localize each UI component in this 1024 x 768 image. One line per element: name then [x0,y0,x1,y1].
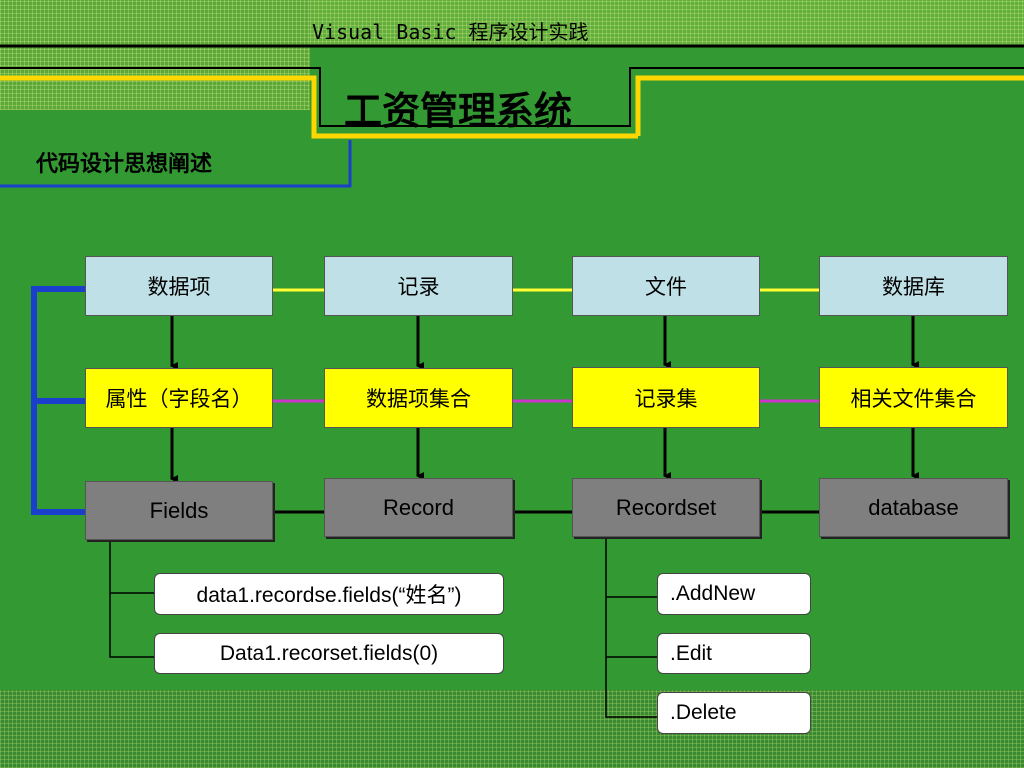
fields-example-by-name: data1.recordse.fields(“姓名”) [154,573,504,615]
yellow-frame-left [0,75,638,139]
node-recordset-cn: 记录集 [572,367,760,428]
node-record: 记录 [324,256,513,316]
method-edit: .Edit [657,633,811,674]
node-fields: Fields [85,481,273,540]
method-addnew: .AddNew [657,573,811,615]
node-file: 文件 [572,256,760,316]
left-bracket [31,286,86,515]
node-database-en: database [819,478,1008,537]
recordset-tree [605,538,657,718]
node-record-en: Record [324,478,513,537]
main-title: 工资管理系统 [344,88,573,133]
node-recordset-en: Recordset [572,478,760,537]
node-attribute: 属性（字段名） [85,368,273,428]
node-data-item: 数据项 [85,256,273,316]
course-title: Visual Basic 程序设计实践 [312,20,589,44]
yellow-frame-right [635,75,1024,136]
blue-underline [0,140,352,188]
node-related-files: 相关文件集合 [819,367,1008,428]
section-title: 代码设计思想阐述 [36,151,213,177]
fields-example-by-index: Data1.recorset.fields(0) [154,633,504,674]
top-left-texture [0,0,310,110]
method-delete: .Delete [657,692,811,734]
top-band-texture [310,0,1024,46]
node-data-item-collection: 数据项集合 [324,368,513,428]
black-frame [0,67,1024,127]
fields-tree [109,540,154,658]
node-database: 数据库 [819,256,1008,316]
bottom-texture [0,690,1024,768]
